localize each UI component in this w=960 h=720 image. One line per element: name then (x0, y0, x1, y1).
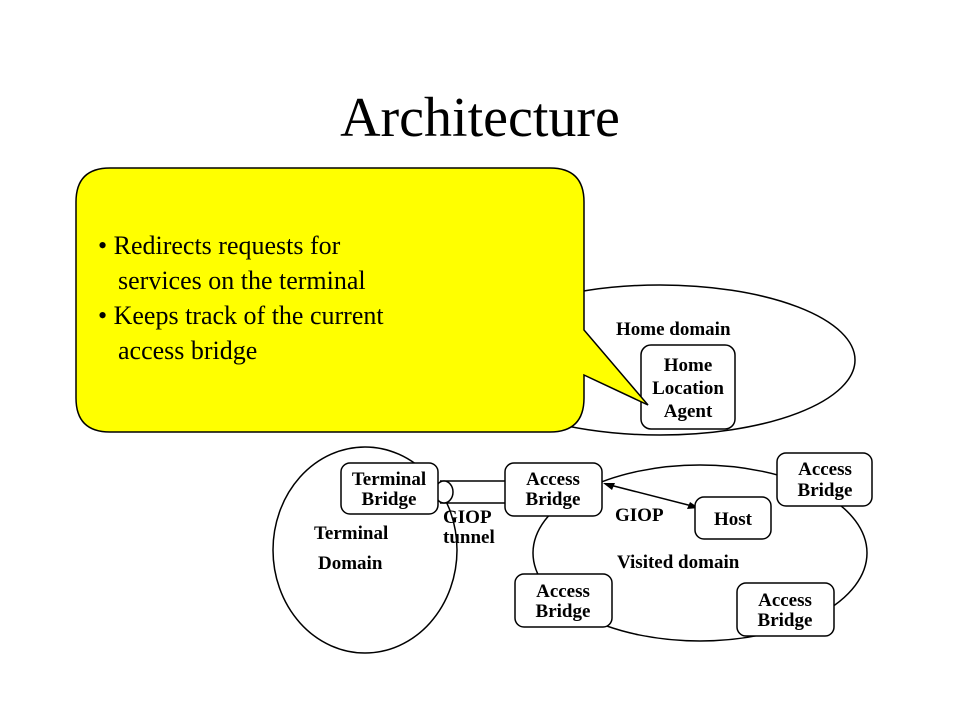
access-bridge-main-line1: Access (526, 469, 580, 490)
host-label: Host (714, 509, 753, 530)
access-bridge-main-line2: Bridge (526, 489, 581, 510)
access-bridge-bottom-right-box (736, 582, 835, 637)
access-bridge-bottom-right-line1: Access (758, 590, 812, 611)
callout-bubble (75, 167, 649, 433)
giop-tunnel-line1: GIOP (443, 507, 492, 528)
home-domain-label: Home domain (616, 319, 731, 340)
bullet-dot: • (98, 301, 114, 330)
giop-tunnel-pipe (434, 480, 507, 504)
access-bridge-top-right-box (776, 452, 873, 507)
visited-domain-label: Visited domain (617, 552, 740, 573)
slide-title: Architecture (340, 87, 620, 149)
callout-bullet-1-line1: Redirects requests for (113, 231, 341, 260)
giop-tunnel-line2: tunnel (443, 527, 495, 548)
callout-text: • Redirects requests for services on the… (98, 228, 568, 368)
terminal-bridge-line2: Bridge (362, 489, 417, 510)
hla-line-agent: Agent (664, 401, 713, 422)
hla-line-home: Home (664, 355, 713, 376)
terminal-domain-line1: Terminal (314, 523, 388, 544)
terminal-bridge-box (340, 462, 439, 515)
access-bridge-top-right-line1: Access (798, 459, 852, 480)
callout-bullet-2: • Keeps track of the current access brid… (98, 298, 568, 368)
access-bridge-bottom-left-box (514, 573, 613, 628)
access-bridge-bottom-left-line1: Access (536, 581, 590, 602)
callout-bullet-1-line2: services on the terminal (118, 266, 366, 295)
callout-bullet-2-line2: access bridge (118, 336, 258, 365)
home-location-agent-box (640, 344, 736, 430)
access-bridge-main-box (504, 462, 603, 517)
terminal-bridge-line1: Terminal (352, 469, 426, 490)
giop-label: GIOP (615, 505, 664, 526)
bullet-dot: • (98, 231, 114, 260)
access-bridge-bottom-right-line2: Bridge (758, 610, 813, 631)
terminal-domain-line2: Domain (318, 553, 383, 574)
access-bridge-bottom-left-line2: Bridge (536, 601, 591, 622)
host-box (694, 496, 772, 540)
callout-bullet-2-line1: Keeps track of the current (113, 301, 384, 330)
hla-line-location: Location (652, 378, 724, 399)
access-bridge-top-right-line2: Bridge (798, 480, 853, 501)
callout-bullet-1: • Redirects requests for services on the… (98, 228, 568, 298)
